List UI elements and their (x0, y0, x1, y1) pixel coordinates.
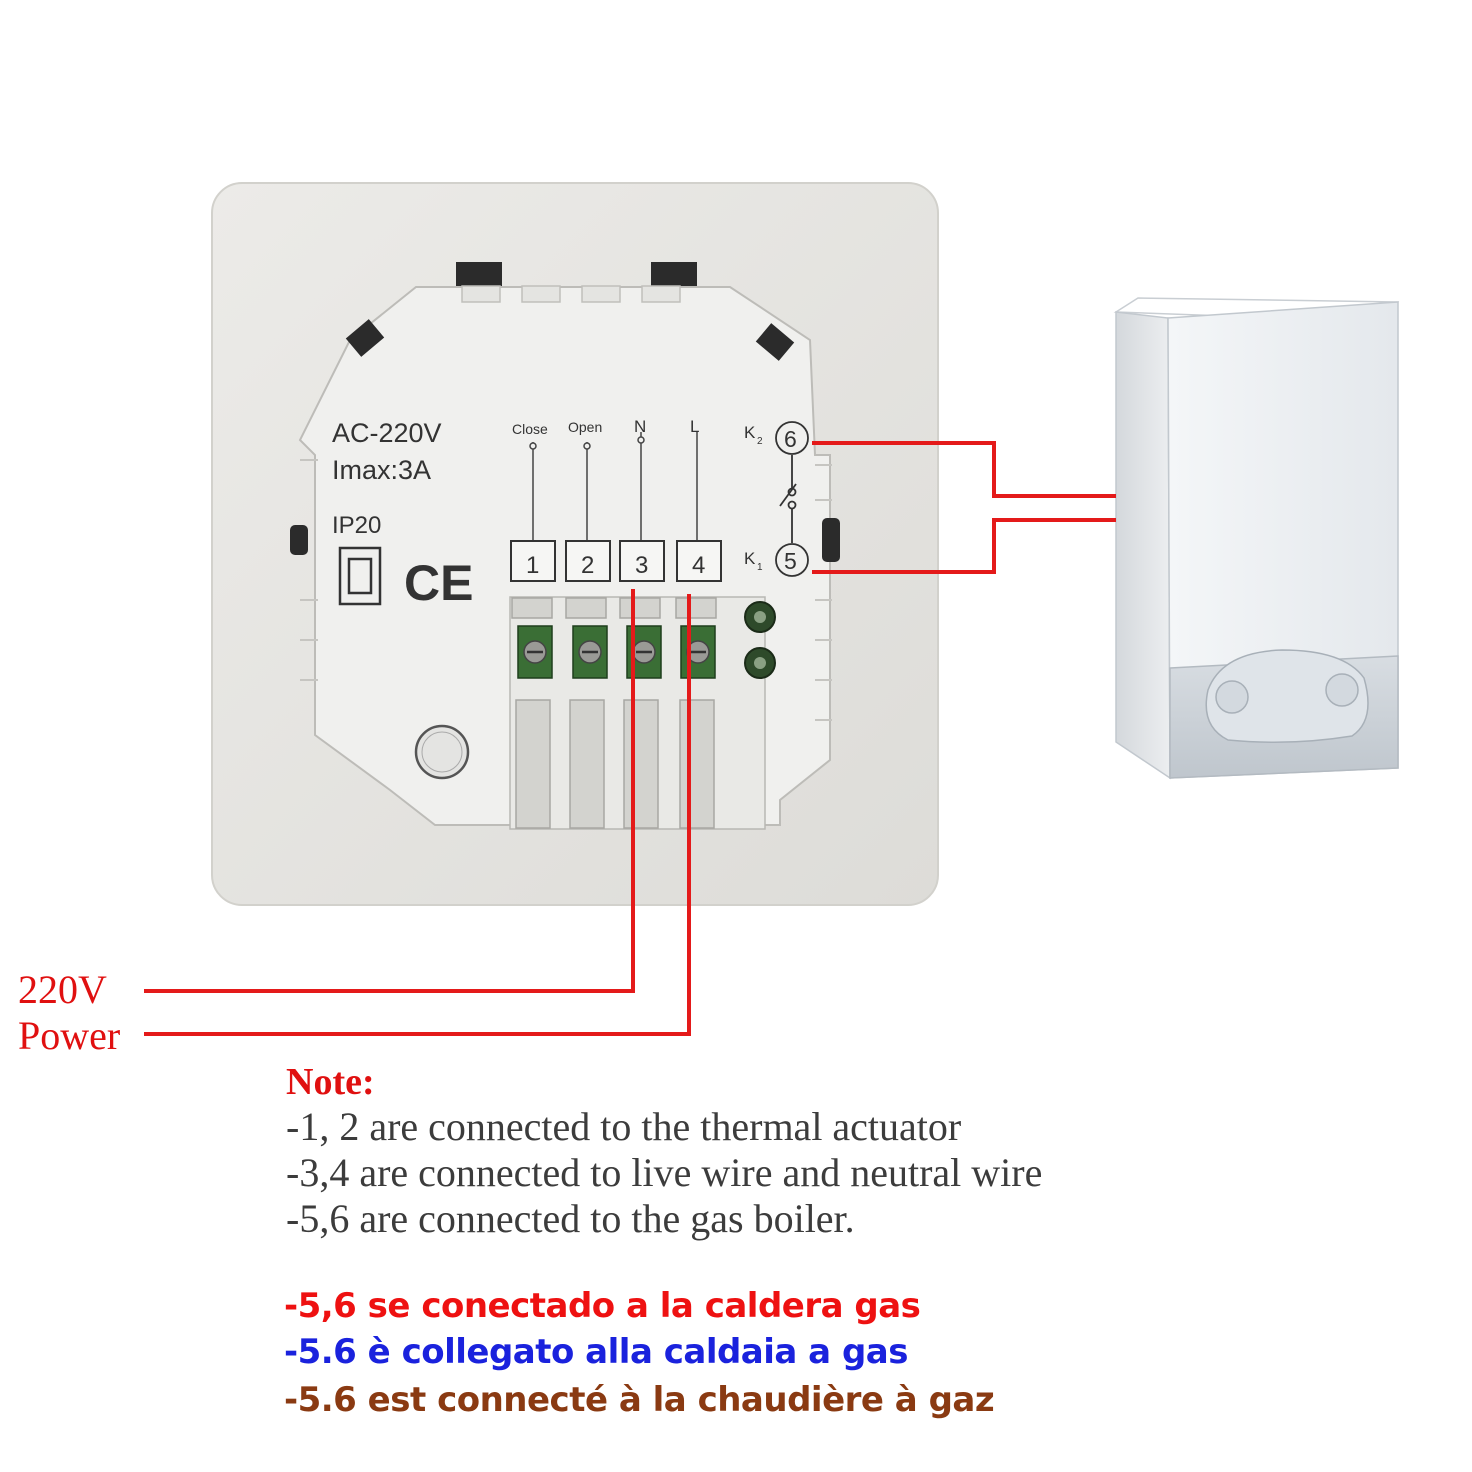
corner-slot-right (755, 323, 795, 361)
note-line-1: -1, 2 are connected to the thermal actua… (286, 1104, 962, 1149)
terminal-label-open: Open (568, 419, 602, 435)
wire-k1-to-boiler (812, 518, 1116, 574)
translation-italian: -5.6 è collegato alla caldaia a gas (284, 1332, 908, 1372)
terminal-labels (529, 432, 698, 540)
terminal-number-2: 2 (581, 552, 594, 579)
relay-k1-sub: 1 (757, 562, 763, 573)
relay-contacts (775, 421, 809, 577)
rating-voltage: AC-220V (332, 418, 442, 448)
terminal-block (509, 596, 776, 830)
side-clip-left (290, 525, 308, 555)
ce-mark: CE (404, 555, 473, 611)
relay-k2-letter: K (744, 423, 756, 442)
reset-button (414, 724, 470, 780)
power-label-220v: 220V (18, 967, 107, 1012)
terminal-number-1: 1 (526, 552, 539, 579)
wire-live (144, 594, 691, 1036)
terminal-boxes (510, 540, 722, 582)
note-title: Note: (286, 1061, 375, 1103)
power-label-power: Power (18, 1013, 121, 1058)
corner-slot-left (345, 319, 385, 357)
gas-boiler (1113, 297, 1400, 780)
terminal-label-close: Close (512, 421, 548, 437)
side-clip-right (822, 518, 840, 562)
wire-k2-to-boiler (812, 441, 1116, 498)
note-line-3: -5,6 are connected to the gas boiler. (286, 1196, 855, 1241)
wires (144, 441, 1116, 1036)
mount-slot-left (456, 262, 502, 286)
relay-k1-number: 5 (784, 548, 797, 574)
terminal-label-l: L (690, 417, 699, 436)
module-notches (461, 285, 681, 303)
relay-k2-sub: 2 (757, 436, 763, 447)
note-line-2: -3,4 are connected to live wire and neut… (286, 1150, 1043, 1195)
wire-neutral (144, 589, 635, 993)
relay-k2-number: 6 (784, 426, 797, 452)
mount-slot-right (651, 262, 697, 286)
terminal-label-n: N (634, 417, 646, 436)
translation-french: -5.6 est connecté à la chaudière à gaz (284, 1380, 995, 1420)
relay-k1-letter: K (744, 549, 756, 568)
edge-ribs (300, 459, 832, 721)
double-insulation-icon (338, 546, 382, 606)
rating-current: Imax:3A (332, 455, 431, 485)
terminal-number-4: 4 (692, 552, 705, 579)
terminal-number-3: 3 (635, 552, 648, 579)
translation-spanish: -5,6 se conectado a la caldera gas (284, 1286, 921, 1326)
ip-rating: IP20 (332, 512, 381, 539)
